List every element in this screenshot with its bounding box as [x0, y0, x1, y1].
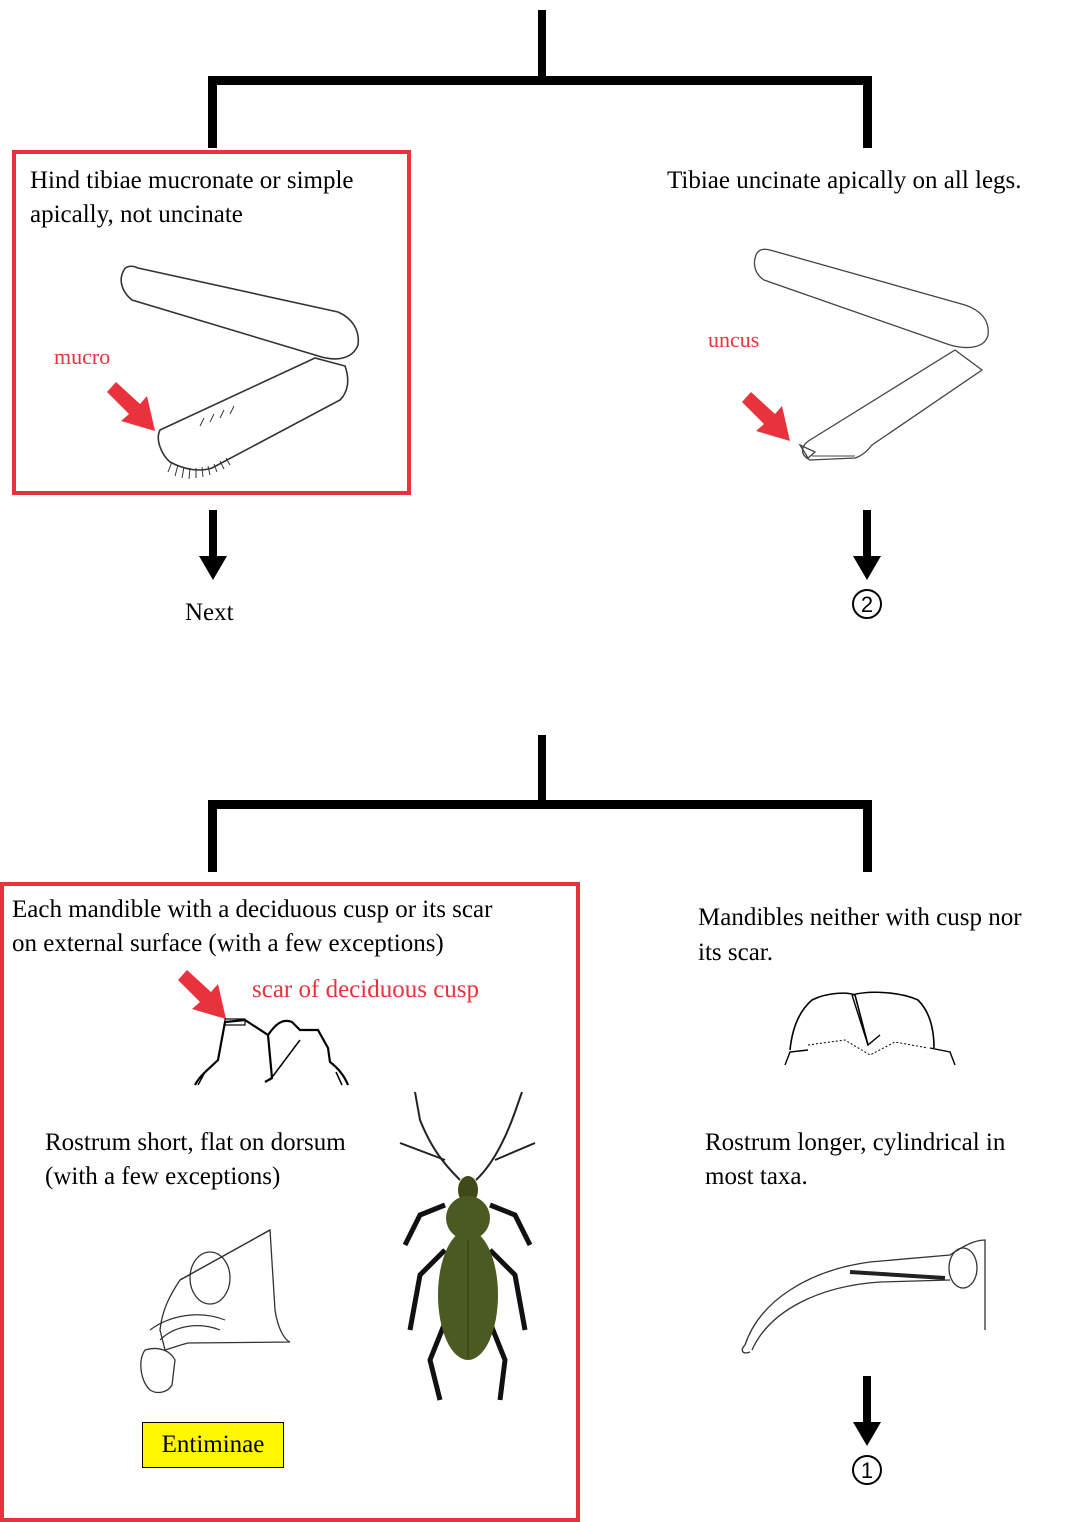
- couplet-2-right-result-1[interactable]: 1: [852, 1455, 882, 1485]
- couplet-2-right-down-arrow: [852, 1376, 882, 1446]
